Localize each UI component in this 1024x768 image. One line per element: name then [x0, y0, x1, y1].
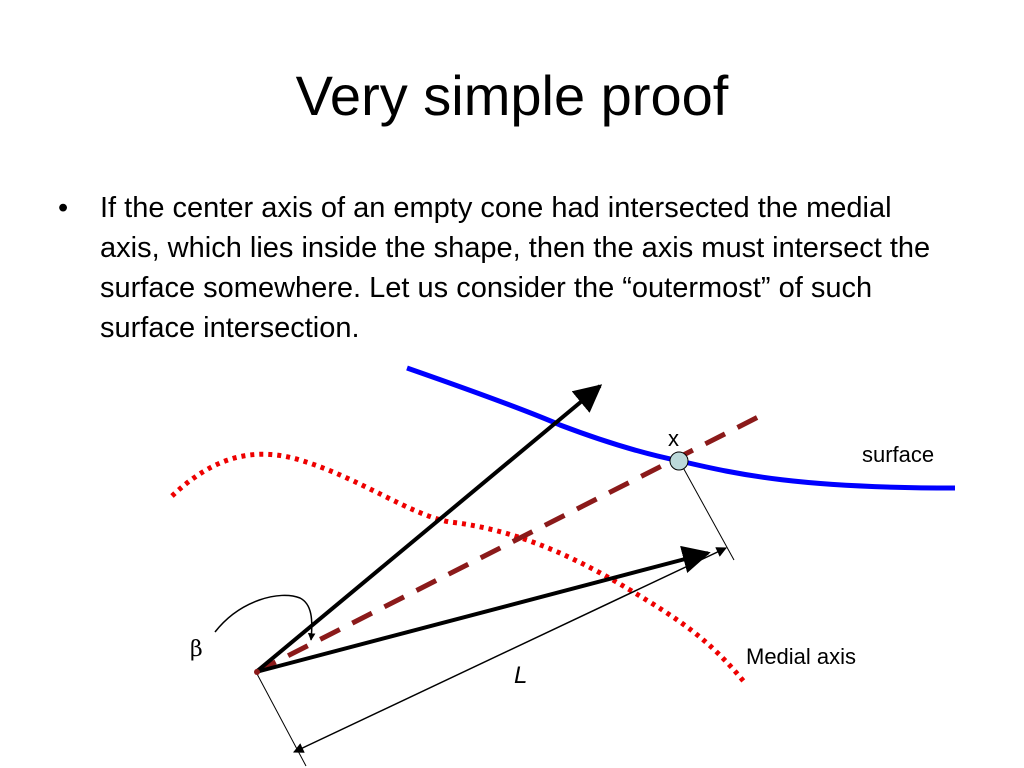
bullet-text: If the center axis of an empty cone had … [100, 192, 931, 344]
slide-title: Very simple proof [295, 64, 729, 127]
dimension-extension-left [255, 671, 307, 767]
label-x: x [668, 426, 679, 451]
bullet-icon: • [58, 192, 69, 224]
cone-edge-upper-arrow [254, 384, 603, 674]
label-medial-axis: Medial axis [746, 644, 856, 669]
label-surface: surface [862, 442, 934, 467]
dimension-extension-right [679, 461, 735, 561]
cone-apex-point [254, 669, 260, 675]
label-L: L [514, 662, 527, 689]
label-beta: β [190, 637, 203, 662]
intersection-point-x [669, 451, 689, 471]
dimension-line-L [293, 547, 727, 753]
surface-curve [406, 365, 956, 491]
center-axis-line [254, 409, 770, 675]
cone-edge-lower-arrow [255, 545, 711, 674]
beta-pointer [214, 594, 316, 641]
